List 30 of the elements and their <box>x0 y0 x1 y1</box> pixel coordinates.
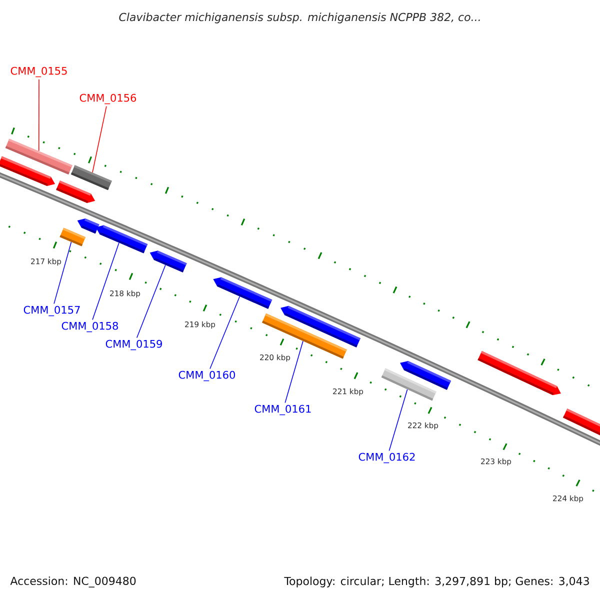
leader-line <box>54 242 72 304</box>
leader-line <box>92 242 120 320</box>
gene-label: CMM_0161 <box>254 404 311 416</box>
gene-feature <box>0 156 56 186</box>
gene-block <box>60 228 86 246</box>
leader-line <box>92 106 107 173</box>
gene-feature <box>400 361 452 390</box>
footer-text: Accession: NC_009480 <box>10 576 136 588</box>
gene-label: CMM_0155 <box>10 66 67 78</box>
gene-label: CMM_0159 <box>106 340 162 350</box>
leader-line <box>388 389 408 452</box>
gene-feature <box>213 277 272 309</box>
gene-label: CMM_0160 <box>178 370 235 382</box>
gene-block <box>70 165 112 190</box>
gene-feature <box>563 408 600 437</box>
leader-line <box>210 296 240 370</box>
gene-feature <box>56 180 96 203</box>
leader-line <box>284 340 304 404</box>
gene-feature <box>280 306 361 348</box>
gene-label: CMM_0156 <box>80 94 136 104</box>
leader-line <box>38 78 40 152</box>
gene-feature <box>478 350 561 396</box>
gene-feature <box>96 225 148 254</box>
gene-label: CMM_0158 <box>62 322 118 332</box>
leader-line <box>136 264 166 338</box>
footer-text: Topology: circular; Length: 3,297,891 bp; Genes: 3,043 <box>284 576 589 588</box>
title: Clavibacter michiganensis subsp. michiganensis NCPPB 382, co... <box>119 12 480 24</box>
gene-label: CMM_0157 <box>24 306 80 316</box>
gene-label: CMM_0162 <box>358 452 415 464</box>
gene-feature <box>150 250 187 272</box>
